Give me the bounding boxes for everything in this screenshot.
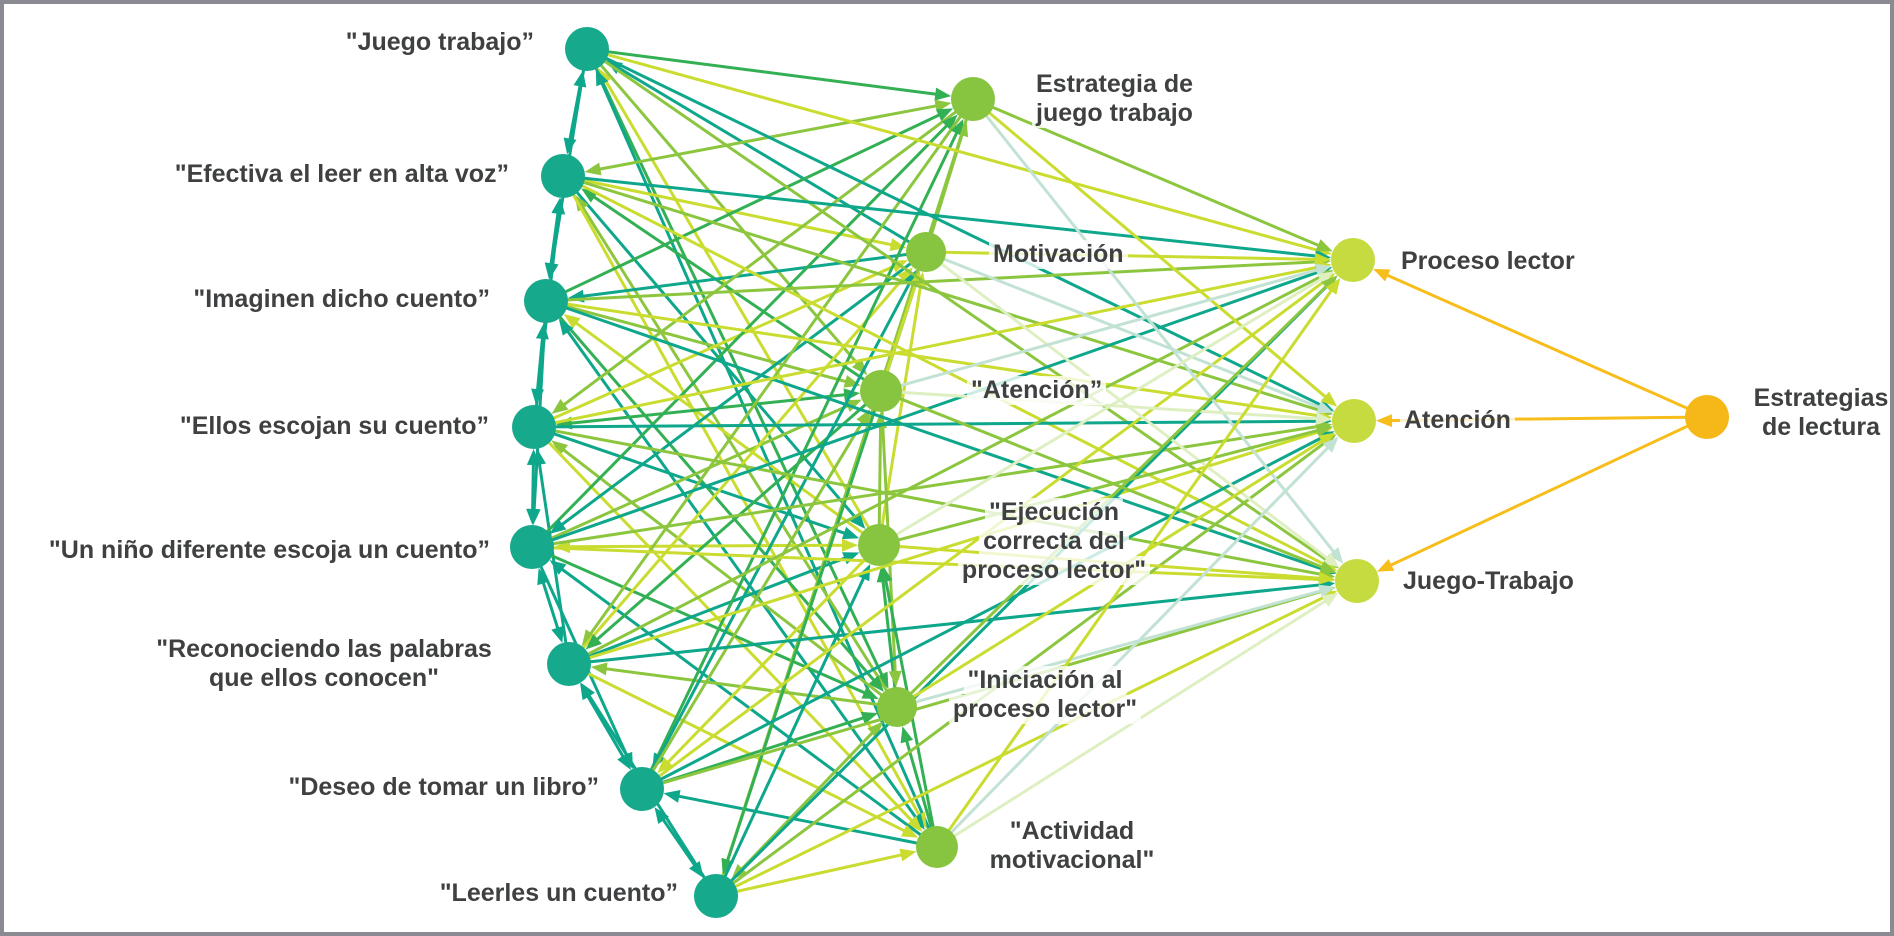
label-l3: "Imaginen dicho cuento” [189, 284, 494, 314]
node-l1[interactable] [565, 27, 609, 71]
edge-l3-m5 [556, 313, 884, 692]
node-r2[interactable] [1332, 399, 1376, 443]
label-l2: "Efectiva el leer en alta voz” [170, 159, 513, 189]
edge-m6-l7 [663, 789, 921, 846]
edge-l6-m6 [584, 670, 919, 838]
edge-m5-l2 [574, 194, 890, 695]
node-m2[interactable] [906, 232, 946, 272]
edge-m6-r2 [947, 436, 1339, 836]
edge-l2-m4 [573, 188, 866, 530]
edge-m2-l5 [549, 260, 915, 534]
edge-l7-l8 [654, 807, 704, 878]
label-r3: Juego-Trabajo [1399, 566, 1578, 596]
node-l2[interactable] [541, 154, 585, 198]
edge-m3-r1 [896, 263, 1332, 388]
label-l5: "Un niño diferente escoja un cuento” [44, 535, 494, 565]
edge-m3-r3 [896, 395, 1337, 573]
edge-o1-r3 [1376, 423, 1692, 572]
edge-m4-r2 [895, 424, 1333, 543]
edge-l3-m1 [561, 108, 954, 295]
node-r3[interactable] [1335, 559, 1379, 603]
graph-canvas [510, 27, 1729, 918]
node-m4[interactable] [858, 524, 900, 566]
node-l5[interactable] [510, 525, 554, 569]
node-m3[interactable] [860, 370, 902, 412]
node-l6[interactable] [547, 642, 591, 686]
edge-m1-r3 [983, 112, 1344, 564]
label-r1: Proceso lector [1397, 246, 1579, 276]
node-m6[interactable] [916, 826, 958, 868]
edge-m6-l5 [549, 560, 925, 839]
node-l3[interactable] [524, 279, 568, 323]
edge-l5-m5 [547, 552, 879, 699]
edge-o1-r1 [1373, 268, 1692, 412]
node-m5[interactable] [877, 687, 917, 727]
node-labels-layer: "Juego trabajo” "Efectiva el leer en alta… [4, 4, 1890, 932]
label-m3: "Atención” [967, 375, 1107, 405]
label-l4: "Ellos escojan su cuento” [175, 411, 493, 441]
label-l8: "Leerles un cuento” [435, 878, 682, 908]
edge-m2-r2 [940, 256, 1334, 414]
edge-m1-l4 [551, 108, 960, 414]
edge-m1-r1 [988, 104, 1333, 252]
label-m2: Motivación [989, 239, 1128, 269]
edge-l1-m1 [604, 49, 952, 101]
edge-m4-r1 [892, 271, 1335, 538]
node-m1[interactable] [951, 77, 995, 121]
node-o1[interactable] [1685, 395, 1729, 439]
label-l1: "Juego trabajo” [341, 27, 538, 57]
node-l7[interactable] [620, 767, 664, 811]
node-r1[interactable] [1331, 238, 1375, 282]
edge-m4-l7 [657, 556, 869, 774]
edge-m5-l4 [551, 440, 886, 699]
node-l8[interactable] [694, 874, 738, 918]
edge-l8-m6 [733, 848, 917, 894]
node-l4[interactable] [512, 405, 556, 449]
edge-m5-r1 [907, 275, 1338, 697]
label-l7: "Deseo de tomar un libro” [284, 772, 603, 802]
label-r2: Atención [1400, 405, 1515, 435]
edge-m3-l6 [585, 401, 870, 650]
